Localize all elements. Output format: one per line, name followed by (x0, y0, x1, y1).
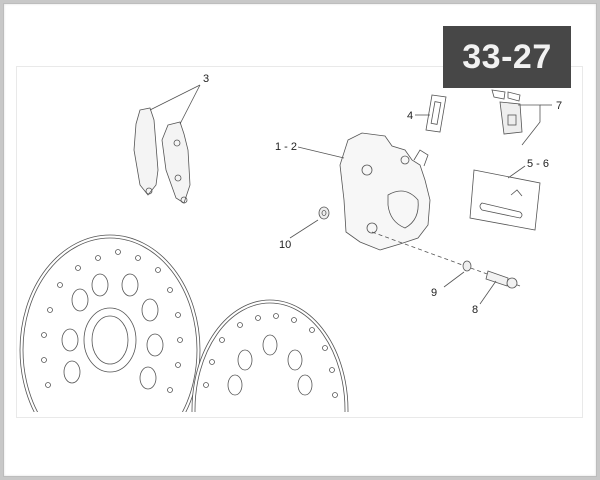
brake-disc-left-icon (19, 234, 201, 412)
diagram-area (16, 66, 583, 418)
callout-4: 4 (407, 110, 413, 122)
washer-small-icon (443, 260, 472, 288)
callout-10: 10 (279, 239, 291, 251)
caliper-pin-kit-icon (469, 165, 541, 231)
brake-disc-right-icon (191, 299, 349, 412)
washer-icon (289, 206, 330, 239)
callout-7: 7 (556, 100, 562, 112)
pad-clip-icon (491, 89, 552, 146)
callout-9: 9 (431, 287, 437, 299)
brake-caliper-icon (297, 132, 431, 251)
callout-3: 3 (203, 73, 209, 85)
brake-pads-icon (133, 84, 201, 204)
callout-1-2: 1 - 2 (275, 141, 297, 153)
page-code-badge: 33-27 (443, 26, 571, 88)
callout-8: 8 (472, 304, 478, 316)
bleeder-valve-icon (415, 94, 447, 133)
callout-5-6: 5 - 6 (527, 158, 549, 170)
caliper-bolt-icon (479, 270, 518, 305)
